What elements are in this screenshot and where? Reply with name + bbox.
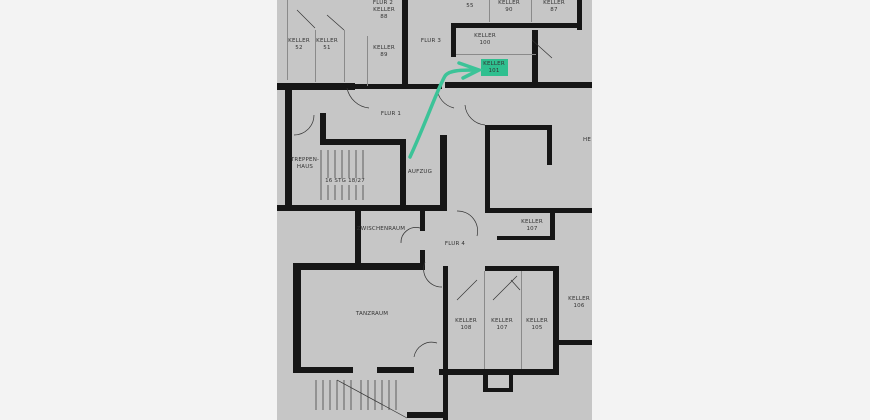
room-label-zwischenraum: ZWISCHENRAUM (356, 226, 406, 232)
wall (439, 369, 559, 375)
wall (550, 208, 555, 240)
wall (355, 211, 361, 269)
wall (483, 388, 513, 392)
room-label-tanzraum: TANZRAUM (355, 311, 389, 317)
wall (451, 23, 577, 28)
wall (440, 135, 447, 207)
wall (483, 372, 488, 392)
wall (377, 367, 414, 373)
partition (315, 30, 316, 82)
wall (407, 412, 447, 418)
wall (485, 266, 557, 271)
partition (489, 0, 490, 22)
wall (285, 83, 292, 205)
wall (293, 263, 301, 373)
wall (400, 139, 406, 209)
partition (531, 0, 532, 22)
wall (485, 208, 592, 213)
room-label-flur-4: FLUR 4 (444, 241, 466, 247)
room-label-treppenhaus: TREPPEN-HAUS (290, 157, 320, 170)
wall (451, 23, 456, 57)
wall (277, 83, 355, 90)
partition (287, 0, 288, 80)
partition (521, 271, 522, 369)
wall (293, 263, 425, 270)
highlighted-room-keller-101 (481, 59, 508, 76)
wall (277, 205, 447, 211)
room-label-keller-55: 55 (466, 3, 474, 9)
wall (320, 113, 326, 145)
room-label-aufzug: AUFZUG (407, 169, 433, 175)
green-arrow-icon (408, 61, 484, 159)
wall (445, 82, 592, 88)
wall (443, 266, 448, 420)
partition (367, 36, 368, 86)
wall (420, 250, 425, 268)
room-label-flur-2: FLUR 2 (372, 0, 394, 6)
room-label-he: HE (582, 137, 592, 143)
partition (344, 30, 345, 82)
stairs-and-doors (293, 9, 553, 419)
room-label-flur-1: FLUR 1 (380, 111, 402, 117)
wall (485, 125, 490, 212)
wall (547, 125, 552, 165)
partition (484, 271, 485, 369)
wall (532, 30, 538, 88)
room-label-flur-3: FLUR 3 (420, 38, 442, 44)
stairs-label: 16 STG 18/27 (325, 178, 365, 185)
wall (485, 125, 550, 130)
wall (557, 340, 592, 345)
wall (320, 139, 405, 145)
wall (402, 0, 408, 85)
wall (355, 84, 442, 89)
wall (509, 372, 513, 392)
partition (456, 54, 536, 55)
wall (497, 236, 553, 240)
wall (420, 211, 425, 231)
wall (553, 266, 559, 374)
wall (293, 367, 353, 373)
wall (577, 0, 582, 30)
